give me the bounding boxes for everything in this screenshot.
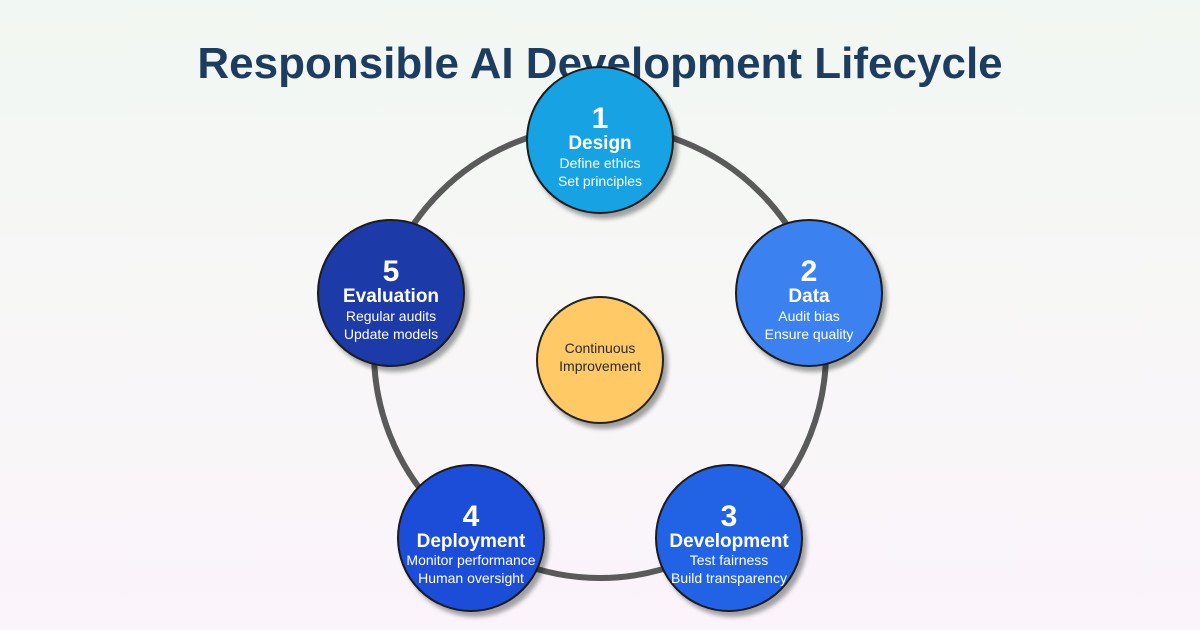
stage-detail-1: Regular audits bbox=[346, 308, 436, 324]
stage-design: 1 Design Define ethics Set principles bbox=[526, 66, 674, 214]
stage-detail-1: Monitor performance bbox=[406, 552, 535, 568]
stage-circle bbox=[317, 219, 465, 367]
stage-circle bbox=[735, 219, 883, 367]
center-hub-line-2: Improvement bbox=[559, 358, 641, 374]
stage-detail-2: Human oversight bbox=[418, 570, 524, 586]
stage-evaluation: 5 Evaluation Regular audits Update model… bbox=[317, 219, 465, 367]
stage-detail-1: Test fairness bbox=[690, 552, 769, 568]
stage-name: Design bbox=[568, 133, 631, 154]
stage-number: 4 bbox=[463, 500, 480, 533]
stage-detail-2: Update models bbox=[344, 326, 438, 342]
stage-circle bbox=[655, 464, 803, 612]
stage-detail-2: Ensure quality bbox=[765, 326, 854, 342]
center-hub: Continuous Improvement bbox=[536, 296, 664, 424]
stage-number: 2 bbox=[801, 255, 818, 288]
stage-detail-1: Define ethics bbox=[560, 155, 641, 171]
stage-name: Development bbox=[669, 531, 789, 552]
stage-detail-2: Build transparency bbox=[671, 570, 787, 586]
stage-number: 1 bbox=[592, 102, 609, 135]
stage-development: 3 Development Test fairness Build transp… bbox=[655, 464, 803, 612]
stage-number: 5 bbox=[383, 255, 400, 288]
stage-deployment: 4 Deployment Monitor performance Human o… bbox=[397, 464, 545, 612]
stage-name: Evaluation bbox=[343, 286, 439, 307]
stage-number: 3 bbox=[721, 500, 738, 533]
stage-name: Deployment bbox=[417, 531, 526, 552]
stage-data: 2 Data Audit bias Ensure quality bbox=[735, 219, 883, 367]
center-hub-line-1: Continuous bbox=[565, 340, 636, 356]
center-hub-circle bbox=[536, 296, 664, 424]
stage-detail-1: Audit bias bbox=[778, 308, 839, 324]
stage-name: Data bbox=[788, 286, 830, 307]
stage-detail-2: Set principles bbox=[558, 173, 642, 189]
stage-circle bbox=[397, 464, 545, 612]
stage-circle bbox=[526, 66, 674, 214]
